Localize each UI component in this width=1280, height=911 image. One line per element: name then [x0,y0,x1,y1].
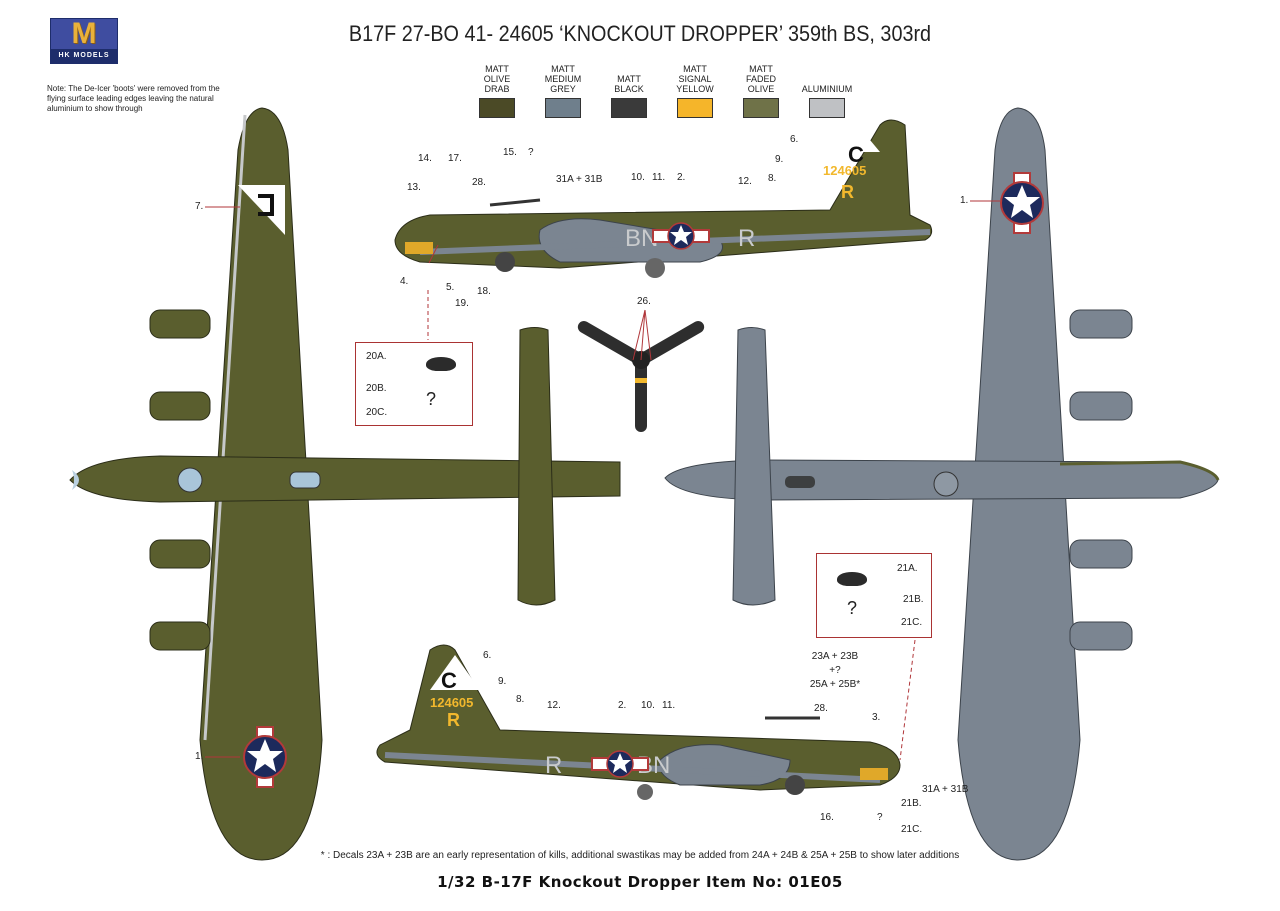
callout-15-unknown: ? [528,147,534,158]
svg-text:C: C [848,142,864,167]
kills-footnote: * : Decals 23A + 23B are an early repres… [320,850,960,861]
svg-text:R: R [447,710,460,730]
chin-turret-icon [837,572,867,586]
callout-17: 17. [448,153,462,164]
svg-text:R: R [545,752,562,779]
plan-view-top [69,107,621,861]
callout-20c: 20C. [366,407,388,418]
callout-31a-31b-lower: 31A + 31B [922,784,969,795]
callout-10: 10. [631,172,645,183]
callout-leaders [205,200,1000,761]
callout-28-lower: 28. [814,703,828,714]
callout-21c-lower: 21C. [901,824,923,835]
swatch-black: MATT BLACK [604,58,654,118]
swatch-chip [611,98,647,118]
paint-swatch-legend: MATT OLIVE DRAB MATT MEDIUM GREY MATT BL… [472,58,852,118]
callout-7: 7. [195,201,204,212]
callout-1-top: 1. [195,751,204,762]
swatch-chip [479,98,515,118]
chin-turret-icon [426,357,456,371]
callout-13: 13. [407,182,421,193]
unknown-mark: ? [847,598,858,618]
callout-2-lower: 2. [618,700,627,711]
svg-text:124605: 124605 [430,695,473,710]
callout-16: 16. [820,812,834,823]
callout-5: 5. [446,282,455,293]
swatch-faded-olive: MATT FADED OLIVE [736,58,786,118]
swatch-chip [743,98,779,118]
logo-letter: M [51,19,117,49]
callout-31a-31b: 31A + 31B [556,174,603,185]
callout-9: 9. [775,154,784,165]
callout-28: 28. [472,177,486,188]
callout-12: 12. [738,176,752,187]
callout-4: 4. [400,276,409,287]
callout-1-bottom: 1. [960,195,969,206]
callout-21b: 21B. [903,594,924,605]
hk-models-logo: M HK MODELS [50,18,118,64]
swatch-chip [545,98,581,118]
swatch-medium-grey: MATT MEDIUM GREY [538,58,588,118]
side-view-left: C 124605 R BN R [394,119,933,278]
propeller-drawing [577,321,705,432]
svg-text:R: R [841,182,854,202]
swatch-aluminium: ALUMINIUM [802,58,852,118]
callout-9-lower: 9. [498,676,507,687]
callout-6: 6. [790,134,799,145]
callout-21b-lower: 21B. [901,798,922,809]
callout-2: 2. [677,172,686,183]
callout-12-lower: 12. [547,700,561,711]
svg-text:124605: 124605 [823,163,866,178]
item-number-line: 1/32 B-17F Knockout Dropper Item No: 01E… [437,873,843,891]
callout-20b: 20B. [366,383,387,394]
callout-26-propeller: 26. [637,296,651,307]
callout-3: 3. [872,712,881,723]
detail-box-20: 20A. 20B. 20C. ? [355,342,473,426]
callout-21a: 21A. [897,563,918,574]
plan-view-bottom [664,107,1220,861]
swatch-chip [677,98,713,118]
callout-plus-unknown: +? [829,665,841,676]
callout-19: 19. [455,298,469,309]
callout-8-lower: 8. [516,694,525,705]
de-icer-note: Note: The De-Icer 'boots' were removed f… [47,84,220,113]
callout-21c: 21C. [901,617,923,628]
side-view-right: C 124605 R R BN [376,644,901,800]
callout-18: 18. [477,286,491,297]
page-title: B17F 27-BO 41- 24605 ‘KNOCKOUT DROPPER’ … [348,21,932,46]
swatch-chip [809,98,845,118]
callout-20a: 20A. [366,351,387,362]
callout-6-lower: 6. [483,650,492,661]
detail-box-21: 21A. 21B. 21C. ? [816,553,932,638]
swatch-signal-yellow: MATT SIGNAL YELLOW [670,58,720,118]
logo-text: HK MODELS [51,49,117,63]
callout-23a-23b: 23A + 23B [811,651,859,662]
swatch-olive-drab: MATT OLIVE DRAB [472,58,522,118]
callout-15: 15. [503,147,517,158]
callout-11: 11. [652,172,666,183]
svg-text:C: C [441,668,457,693]
unknown-mark: ? [426,389,437,409]
callout-11-lower: 11. [662,700,676,711]
callout-unknown-lower: ? [877,812,883,823]
callout-14: 14. [418,153,432,164]
callout-10-lower: 10. [641,700,655,711]
callout-25a-25b: 25A + 25B* [809,679,861,690]
callout-8: 8. [768,173,777,184]
svg-text:R: R [738,225,755,252]
